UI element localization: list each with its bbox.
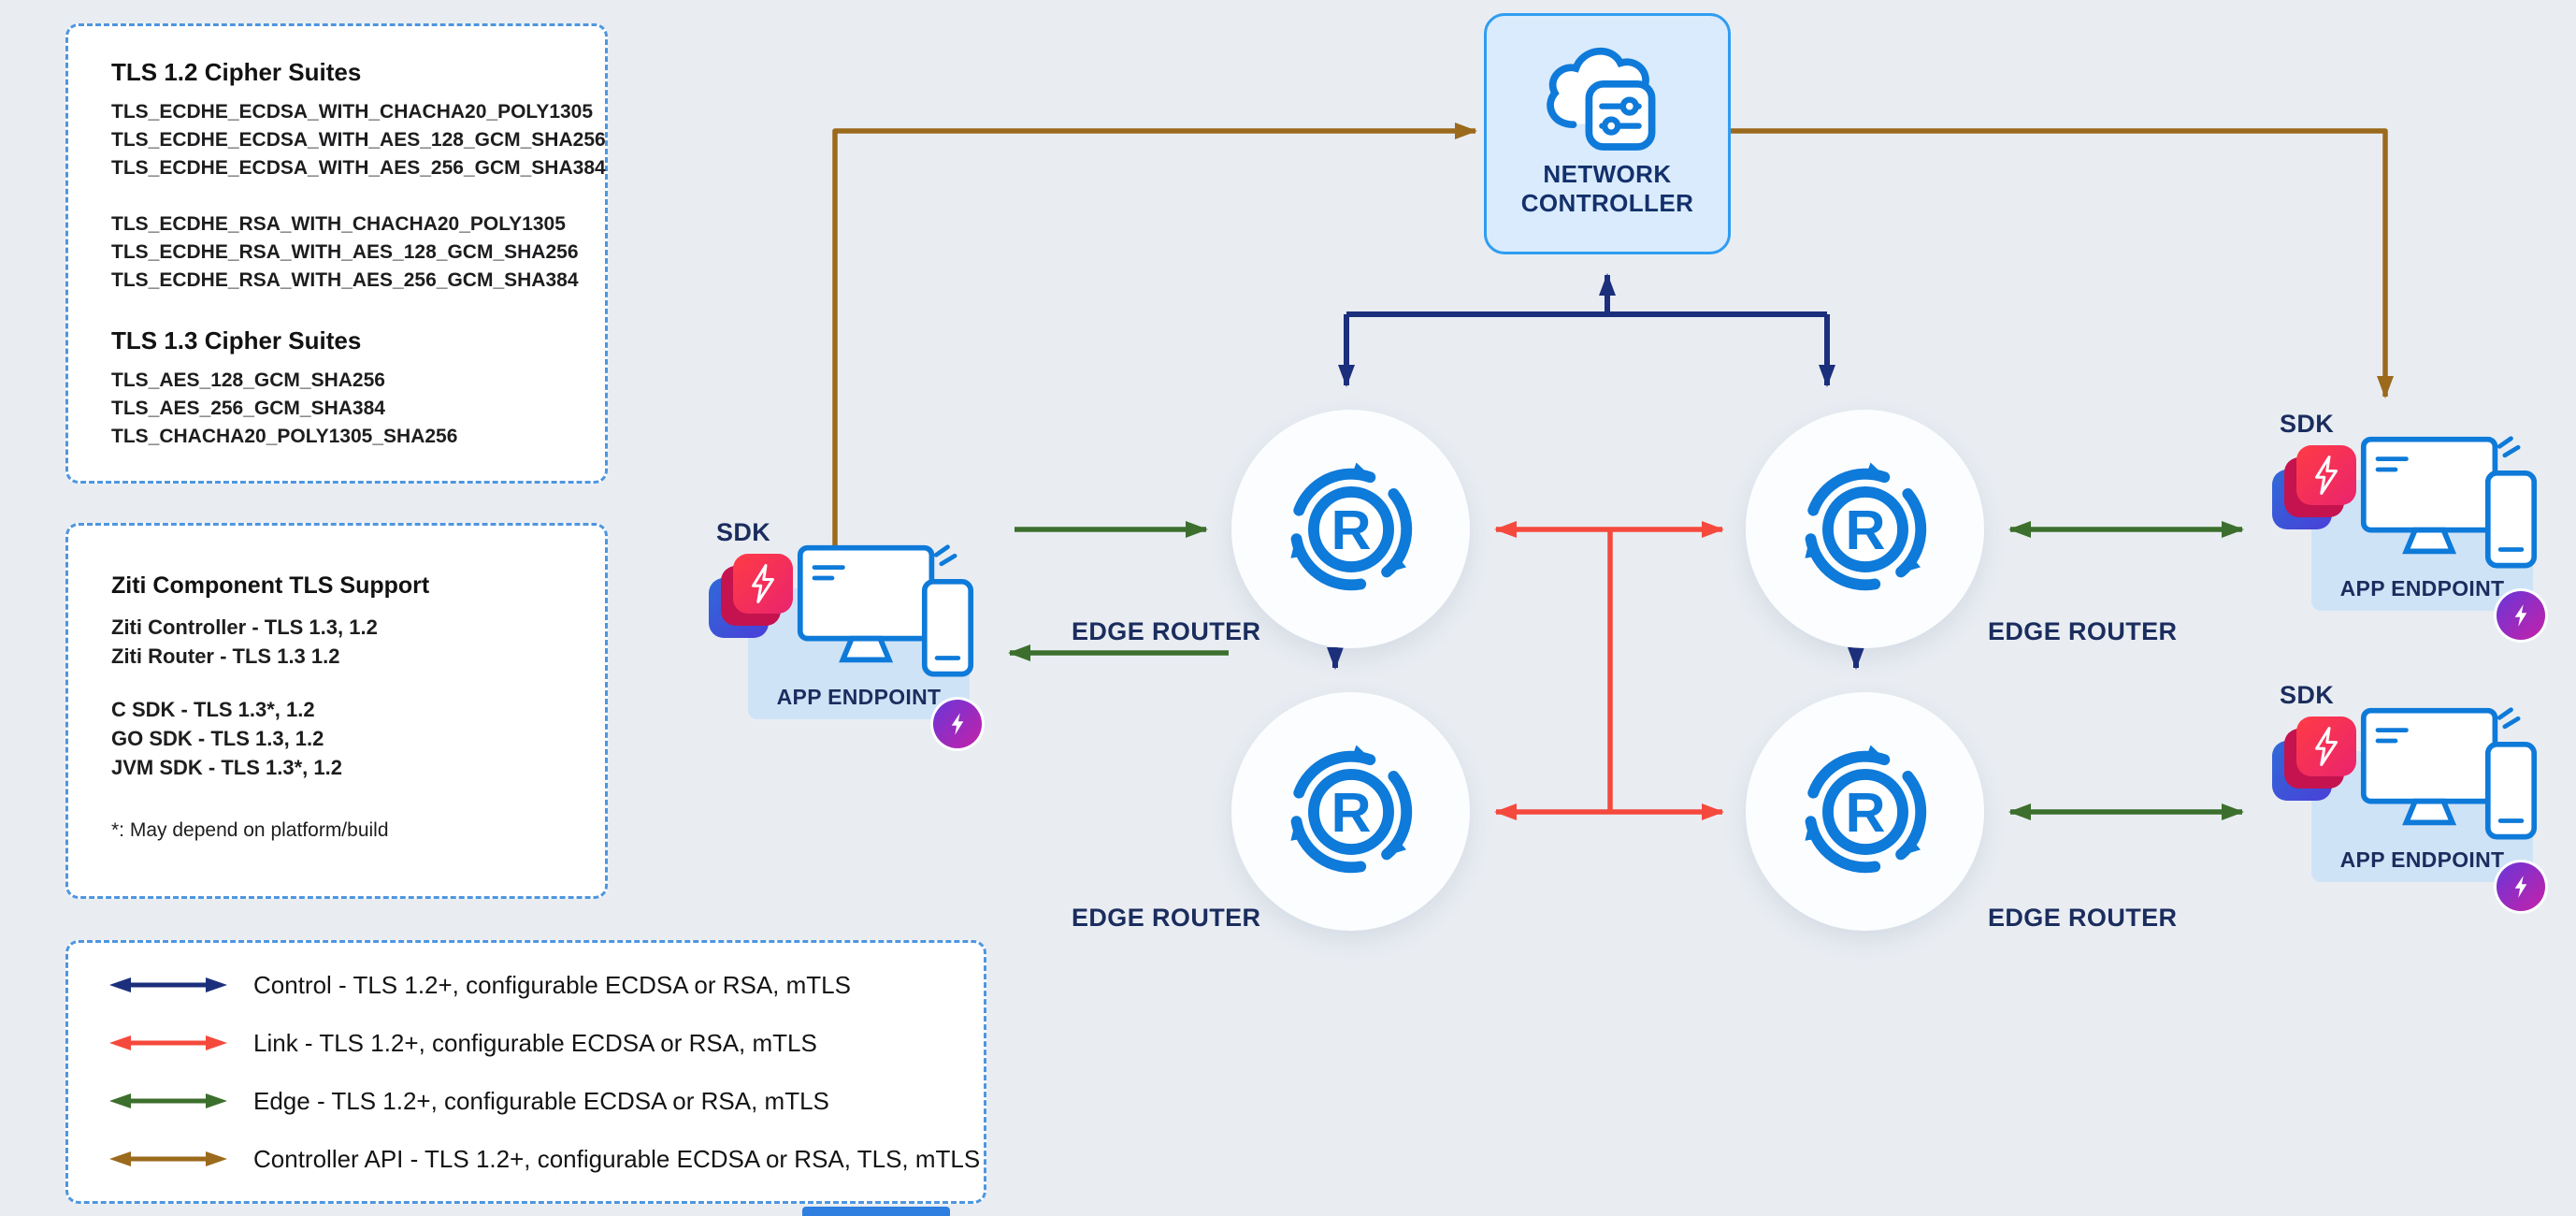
tls12-ecdsa-group: TLS_ECDHE_ECDSA_WITH_CHACHA20_POLY1305 T… (111, 98, 606, 182)
cipher-suite: TLS_ECDHE_RSA_WITH_AES_128_GCM_SHA256 (111, 241, 579, 263)
ziti-support-line: Ziti Router - TLS 1.3 1.2 (111, 644, 340, 668)
lightning-bolt-icon (951, 713, 964, 735)
ziti-title: Ziti Component TLS Support (111, 572, 430, 599)
ziti-tls-support-panel: Ziti Component TLS Support Ziti Controll… (65, 523, 608, 899)
legend-panel: Control - TLS 1.2+, configurable ECDSA o… (65, 940, 986, 1204)
network-controller-node: NETWORK CONTROLLER (1484, 13, 1731, 254)
edge-router-node-top-right (1746, 410, 1984, 648)
power-badge-icon (933, 700, 982, 748)
legend-label: Controller API - TLS 1.2+, configurable … (253, 1144, 981, 1173)
bottom-strip (802, 1207, 950, 1216)
ziti-support-line: GO SDK - TLS 1.3, 1.2 (111, 727, 324, 750)
legend-arrow-api-icon (109, 1151, 227, 1166)
endpoint-label: APP ENDPOINT (2339, 847, 2505, 872)
edge-router-label: EDGE ROUTER (1988, 617, 2178, 645)
ziti-support-line: C SDK - TLS 1.3*, 1.2 (111, 698, 315, 721)
router-icon (1268, 729, 1434, 895)
sdk-label: SDK (2280, 410, 2335, 438)
router-icon (1268, 446, 1434, 613)
workstation-icon (2360, 705, 2538, 847)
settings-panel-icon (1585, 80, 1656, 151)
lightning-bolt-icon (2315, 727, 2338, 766)
cipher-suite: TLS_ECDHE_RSA_WITH_CHACHA20_POLY1305 (111, 213, 566, 235)
cipher-suite: TLS_ECDHE_ECDSA_WITH_AES_128_GCM_SHA256 (111, 129, 606, 151)
app-endpoint-right-bottom: SDK APP ENDPOINT (2270, 679, 2551, 922)
app-endpoint-right-top: SDK APP ENDPOINT (2270, 408, 2551, 651)
tls12-title: TLS 1.2 Cipher Suites (111, 58, 362, 86)
ziti-footnote: *: May depend on platform/build (111, 819, 389, 841)
legend-label: Link - TLS 1.2+, configurable ECDSA or R… (253, 1028, 817, 1057)
cipher-suite: TLS_ECDHE_RSA_WITH_AES_256_GCM_SHA384 (111, 269, 579, 291)
legend-item-control: Control - TLS 1.2+, configurable ECDSA o… (108, 971, 965, 999)
cipher-suite: TLS_CHACHA20_POLY1305_SHA256 (111, 426, 458, 447)
cipher-suite: TLS_AES_256_GCM_SHA384 (111, 398, 385, 419)
ziti-sdk-group: C SDK - TLS 1.3*, 1.2 GO SDK - TLS 1.3, … (111, 695, 586, 782)
router-icon (1782, 446, 1949, 613)
sdk-label: SDK (2280, 681, 2335, 709)
edge-router-node-bottom-left (1231, 692, 1470, 931)
edge-router-node-top-left (1231, 410, 1470, 648)
tls13-group: TLS_AES_128_GCM_SHA256 TLS_AES_256_GCM_S… (111, 367, 586, 451)
ziti-core-group: Ziti Controller - TLS 1.3, 1.2 Ziti Rout… (111, 613, 586, 671)
sdk-layer-front (2296, 445, 2356, 505)
tls13-title: TLS 1.3 Cipher Suites (111, 326, 362, 355)
lightning-bolt-icon (2315, 456, 2338, 495)
app-endpoint-left: SDK APP ENDPOINT (707, 516, 987, 760)
legend-arrow-link-icon (109, 1035, 227, 1050)
controller-label: NETWORK CONTROLLER (1521, 160, 1694, 218)
sdk-layers-icon (2272, 445, 2358, 531)
controller-label-line1: NETWORK (1543, 160, 1672, 188)
power-badge-icon (2497, 862, 2545, 911)
lightning-bolt-icon (2514, 876, 2527, 898)
legend-label: Control - TLS 1.2+, configurable ECDSA o… (253, 970, 851, 999)
legend-item-controller-api: Controller API - TLS 1.2+, configurable … (108, 1145, 980, 1173)
cipher-suites-panel: TLS 1.2 Cipher Suites TLS_ECDHE_ECDSA_WI… (65, 23, 608, 484)
ziti-support-line: JVM SDK - TLS 1.3*, 1.2 (111, 756, 342, 779)
edge-router-label: EDGE ROUTER (1988, 904, 2178, 932)
cipher-suite: TLS_AES_128_GCM_SHA256 (111, 369, 385, 391)
api-arrow-right (1731, 128, 2394, 398)
legend-label: Edge - TLS 1.2+, configurable ECDSA or R… (253, 1086, 829, 1115)
controller-label-line2: CONTROLLER (1520, 189, 1694, 217)
legend-item-link: Link - TLS 1.2+, configurable ECDSA or R… (108, 1029, 965, 1057)
sdk-layer-front (2296, 717, 2356, 776)
tls12-rsa-group: TLS_ECDHE_RSA_WITH_CHACHA20_POLY1305 TLS… (111, 210, 586, 295)
edge-router-node-bottom-right (1746, 692, 1984, 931)
workstation-icon (797, 543, 974, 685)
sdk-layers-icon (2272, 717, 2358, 803)
cloud-controller-icon (1547, 47, 1656, 151)
lightning-bolt-icon (752, 564, 774, 603)
edge-router-label: EDGE ROUTER (1072, 904, 1261, 932)
endpoint-label: APP ENDPOINT (776, 685, 942, 709)
sdk-layer-front (733, 554, 793, 614)
endpoint-label: APP ENDPOINT (2339, 576, 2505, 601)
workstation-icon (2360, 434, 2538, 576)
legend-arrow-edge-icon (109, 1093, 227, 1108)
lightning-bolt-icon (2514, 604, 2527, 627)
sdk-layers-icon (709, 554, 795, 640)
legend-item-edge: Edge - TLS 1.2+, configurable ECDSA or R… (108, 1087, 965, 1115)
power-badge-icon (2497, 591, 2545, 640)
cipher-suite: TLS_ECDHE_ECDSA_WITH_CHACHA20_POLY1305 (111, 101, 594, 123)
edge-router-label: EDGE ROUTER (1072, 617, 1261, 645)
sdk-label: SDK (716, 518, 771, 546)
router-icon (1782, 729, 1949, 895)
ziti-support-line: Ziti Controller - TLS 1.3, 1.2 (111, 615, 378, 639)
legend-arrow-control-icon (109, 977, 227, 992)
cipher-suite: TLS_ECDHE_ECDSA_WITH_AES_256_GCM_SHA384 (111, 157, 606, 179)
sliders-icon (1599, 96, 1642, 136)
